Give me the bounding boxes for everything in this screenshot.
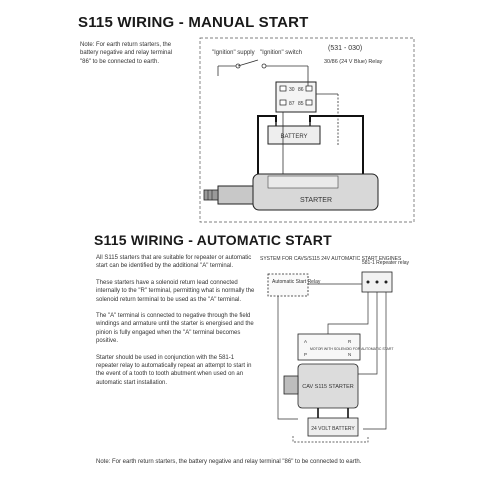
auto-paragraph-3: The "A" terminal is connected to negativ… xyxy=(96,313,254,345)
terminal-P: P xyxy=(304,352,307,357)
solenoid-box: A R P N MOTOR WITH SOLENOID FOR AUTOMATI… xyxy=(297,333,394,361)
ignition-switch-label: "Ignition" switch xyxy=(260,50,302,56)
automatic-start-relay: Automatic Start Relay xyxy=(267,273,321,297)
part-number-label: (531 - 030) xyxy=(328,45,362,52)
diagram-frame xyxy=(199,37,415,223)
auto-battery: 24 VOLT BATTERY xyxy=(307,417,359,437)
battery-box: BATTERY xyxy=(267,122,321,145)
cav-starter-label: CAV S115 STARTER xyxy=(302,384,354,390)
manual-start-title: S115 WIRING - MANUAL START xyxy=(78,14,309,31)
relay-terminal-85: 85 xyxy=(298,101,304,107)
auto-paragraph-1: All S115 starters that are suitable for … xyxy=(96,255,252,270)
auto-paragraph-2: These starters have a solenoid return le… xyxy=(96,279,255,303)
cav-starter: CAV S115 STARTER xyxy=(283,363,359,409)
relay-label: 30/86 (24 V Blue) Relay xyxy=(324,59,383,65)
auto-paragraph-4: Starter should be used in conjunction wi… xyxy=(96,354,252,386)
manual-start-note: Note: For earth return starters, the bat… xyxy=(80,42,173,65)
ignition-supply-label: "Ignition" supply xyxy=(212,50,255,56)
relay-terminal-30: 30 xyxy=(289,87,295,93)
automatic-start-diagram: SYSTEM FOR CAVS/S115 24V AUTOMATIC START… xyxy=(260,256,409,443)
ignition-switch-symbol xyxy=(218,59,308,69)
starter-motor: STARTER xyxy=(203,173,379,211)
battery-label: BATTERY xyxy=(280,134,307,140)
auto-start-relay-label: Automatic Start Relay xyxy=(272,279,321,285)
terminal-R: R xyxy=(348,339,352,344)
starter-label: STARTER xyxy=(300,197,332,204)
automatic-start-note: Note: For earth return starters, the bat… xyxy=(96,459,362,465)
terminal-N: N xyxy=(348,352,351,357)
auto-diagram-caption: SYSTEM FOR CAVS/S115 24V AUTOMATIC START… xyxy=(260,256,402,262)
repeater-relay-label: 581-1 Repeater relay xyxy=(362,260,409,266)
relay-terminal-86: 86 xyxy=(298,87,304,93)
manual-start-diagram: "Ignition" supply "Ignition" switch (531… xyxy=(199,37,415,223)
relay-terminal-87: 87 xyxy=(289,101,295,107)
solenoid-note: MOTOR WITH SOLENOID FOR AUTOMATIC START xyxy=(310,347,394,351)
auto-battery-label: 24 VOLT BATTERY xyxy=(311,426,355,432)
repeater-relay: 581-1 Repeater relay xyxy=(361,260,409,293)
terminal-A: A xyxy=(304,339,307,344)
automatic-start-title: S115 WIRING - AUTOMATIC START xyxy=(94,232,332,248)
relay-box: 30 86 87 85 xyxy=(275,81,317,113)
automatic-start-description: All S115 starters that are suitable for … xyxy=(96,254,258,395)
